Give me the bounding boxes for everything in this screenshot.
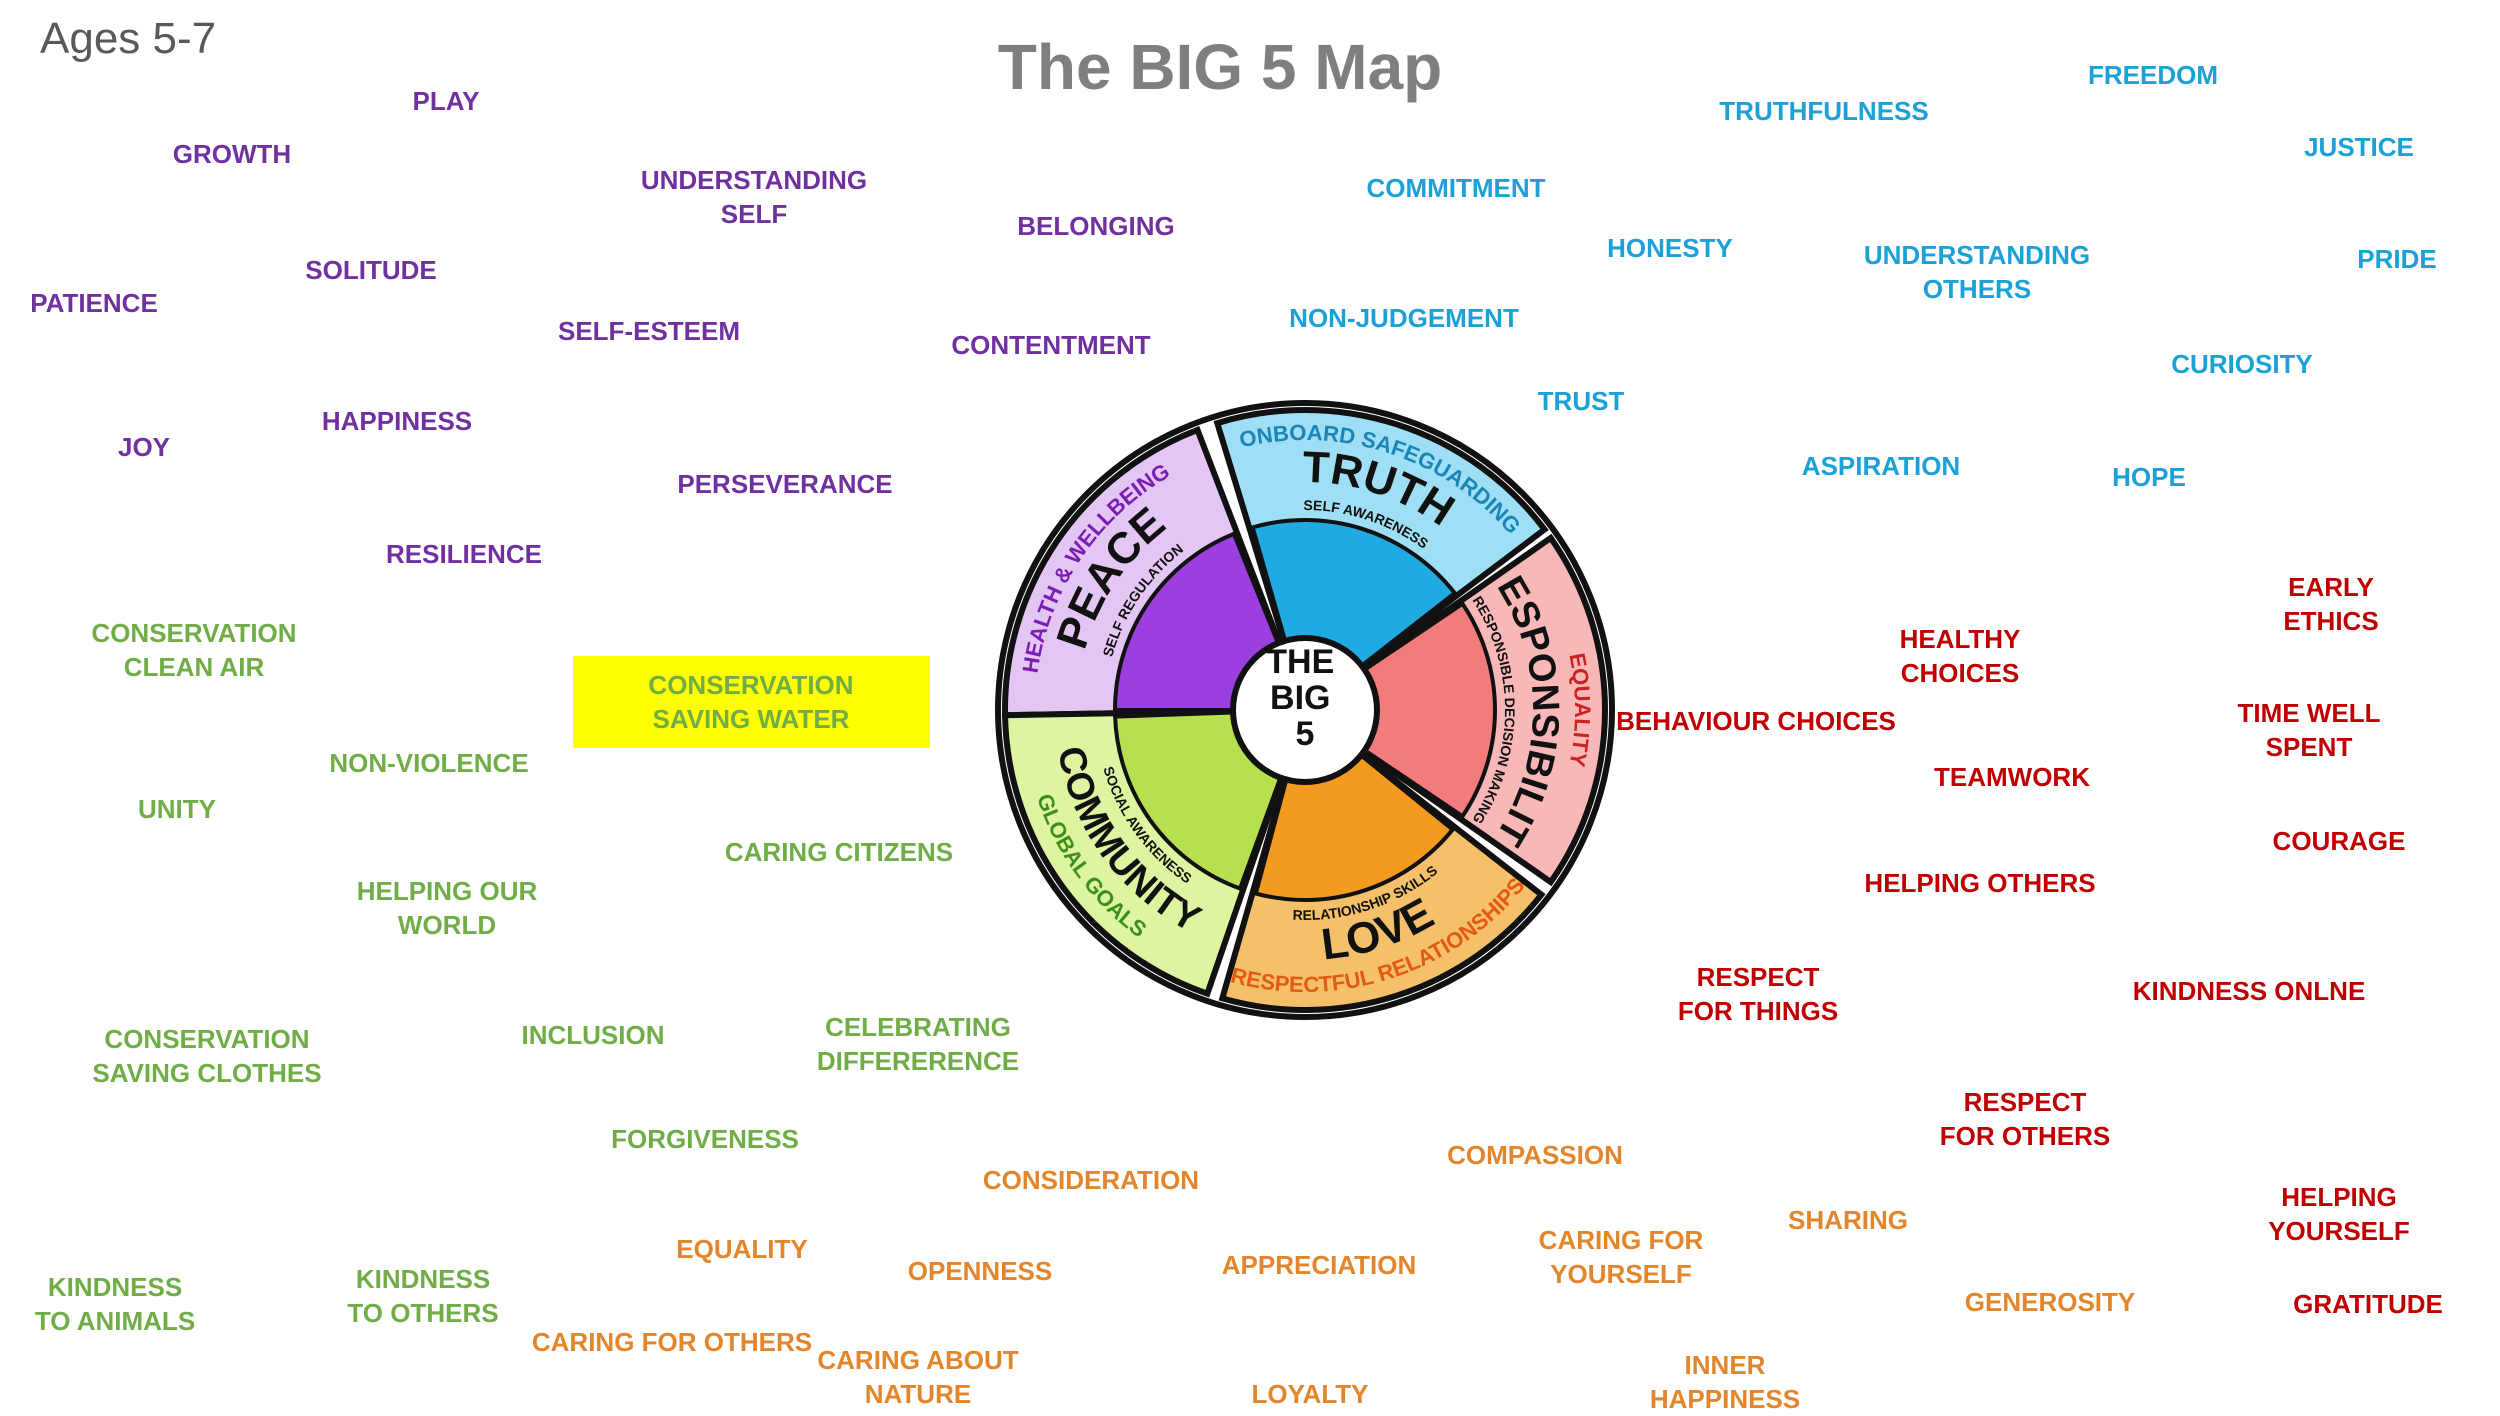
- wheel-center-circle: [1230, 635, 1380, 785]
- word-blue: COMMITMENT: [1366, 173, 1546, 203]
- highlighted-word: CONSERVATION SAVING WATER: [648, 670, 854, 734]
- word-green: CELEBRATING DIFFERERENCE: [816, 1012, 1020, 1076]
- word-purple: HAPPINESS: [321, 406, 473, 436]
- page-title: The BIG 5 Map: [997, 31, 1443, 103]
- word-green: CONSERVATION SAVING CLOTHES: [92, 1024, 322, 1088]
- word-green: CARING CITIZENS: [724, 837, 954, 867]
- word-purple: PATIENCE: [30, 288, 158, 318]
- word-purple: UNDERSTANDING SELF: [640, 165, 868, 229]
- word-purple: SOLITUDE: [305, 255, 437, 285]
- word-red: COURAGE: [2272, 826, 2406, 856]
- word-blue: ASPIRATION: [1801, 451, 1961, 481]
- word-red: EARLY ETHICS: [2283, 572, 2379, 636]
- word-green: HELPING OUR WORLD: [356, 876, 538, 940]
- word-green: NON-VIOLENCE: [329, 748, 529, 778]
- word-red: HELPING OTHERS: [1864, 868, 2096, 898]
- word-purple: BELONGING: [1017, 211, 1175, 241]
- word-purple: PLAY: [412, 86, 480, 116]
- age-label: Ages 5-7: [40, 14, 217, 63]
- word-blue: CURIOSITY: [2171, 349, 2313, 379]
- word-red: BEHAVIOUR CHOICES: [1616, 706, 1896, 736]
- word-orange: GENEROSITY: [1964, 1287, 2136, 1317]
- word-red: RESPECT FOR OTHERS: [1939, 1087, 2111, 1151]
- word-orange: APPRECIATION: [1221, 1250, 1417, 1280]
- word-purple: PERSEVERANCE: [677, 469, 893, 499]
- word-green: KINDNESS TO OTHERS: [347, 1264, 499, 1328]
- word-orange: LOYALTY: [1251, 1379, 1369, 1409]
- word-green: KINDNESS TO ANIMALS: [34, 1272, 196, 1336]
- word-orange: CONSIDERATION: [982, 1165, 1200, 1195]
- word-blue: TRUTHFULNESS: [1719, 96, 1929, 126]
- word-blue: UNDERSTANDING OTHERS: [1863, 240, 2091, 304]
- word-orange: SHARING: [1788, 1205, 1908, 1235]
- word-orange: OPENNESS: [907, 1256, 1053, 1286]
- wheel-center-label: THE BIG 5: [1266, 643, 1343, 753]
- word-red: TEAMWORK: [1934, 762, 2090, 792]
- word-purple: JOY: [117, 432, 171, 462]
- word-purple: RESILIENCE: [385, 539, 543, 569]
- word-orange: CARING FOR YOURSELF: [1538, 1225, 1704, 1289]
- word-green: UNITY: [138, 794, 216, 824]
- word-green: CONSERVATION CLEAN AIR: [91, 618, 297, 682]
- word-blue: JUSTICE: [2304, 132, 2414, 162]
- word-red: RESPECT FOR THINGS: [1677, 962, 1839, 1026]
- word-green: FORGIVENESS: [611, 1124, 799, 1154]
- highlight-box: [573, 656, 930, 748]
- word-orange: CARING ABOUT NATURE: [817, 1345, 1019, 1409]
- word-red: KINDNESS ONLNE: [2132, 976, 2366, 1006]
- word-blue: FREEDOM: [2088, 60, 2218, 90]
- word-orange: COMPASSION: [1447, 1140, 1623, 1170]
- word-red: TIME WELL SPENT: [2237, 698, 2381, 762]
- word-orange: CARING FOR OTHERS: [531, 1327, 813, 1357]
- word-blue: NON-JUDGEMENT: [1289, 303, 1519, 333]
- word-purple: CONTENTMENT: [951, 330, 1151, 360]
- word-red: HELPING YOURSELF: [2268, 1182, 2410, 1246]
- word-orange: EQUALITY: [676, 1234, 808, 1264]
- word-blue: HONESTY: [1607, 233, 1733, 263]
- word-blue: PRIDE: [2357, 244, 2437, 274]
- word-blue: TRUST: [1537, 386, 1625, 416]
- word-purple: GROWTH: [172, 139, 292, 169]
- word-purple: SELF-ESTEEM: [557, 316, 741, 346]
- word-red: GRATITUDE: [2293, 1289, 2443, 1319]
- word-blue: HOPE: [2112, 462, 2186, 492]
- word-green: INCLUSION: [521, 1020, 665, 1050]
- word-red: HEALTHY CHOICES: [1899, 624, 2021, 688]
